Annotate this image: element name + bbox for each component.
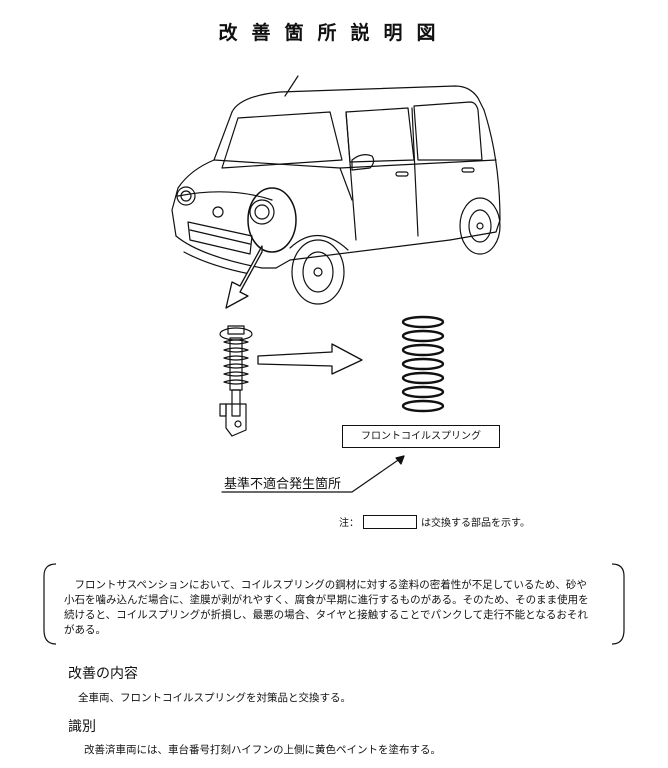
identification-text: 改善済車両には、車台番号打刻ハイフンの上側に黄色ペイントを塗布する。 — [84, 744, 441, 756]
note-sample-box — [363, 514, 417, 529]
arrow — [257, 343, 363, 375]
illustration-area — [171, 75, 501, 493]
defect-location-label: 基準不適合発生箇所 — [224, 477, 342, 492]
identification-heading: 識別 — [68, 719, 96, 735]
page-title: 改善箇所説明図 — [218, 22, 450, 44]
coil-spring-illustration — [401, 315, 445, 413]
note-prefix: 注： — [339, 518, 359, 529]
note-suffix: は交換する部品を示す。 — [421, 518, 530, 529]
defect-description: フロントサスペンションにおいて、コイルスプリングの鋼材に対する塗料の密着性が不足… — [64, 579, 589, 636]
arrow — [225, 245, 263, 309]
strut-assembly-illustration — [219, 325, 253, 437]
remedy-heading: 改善の内容 — [68, 666, 138, 682]
note: 注： は交換する部品を示す。 — [339, 514, 530, 529]
remedy-text: 全車両、フロントコイルスプリングを対策品と交換する。 — [78, 692, 351, 704]
part-label: フロントコイルスプリング — [342, 425, 500, 448]
leader-line — [221, 455, 405, 493]
description-bracket — [43, 563, 625, 645]
car-illustration — [171, 75, 501, 305]
